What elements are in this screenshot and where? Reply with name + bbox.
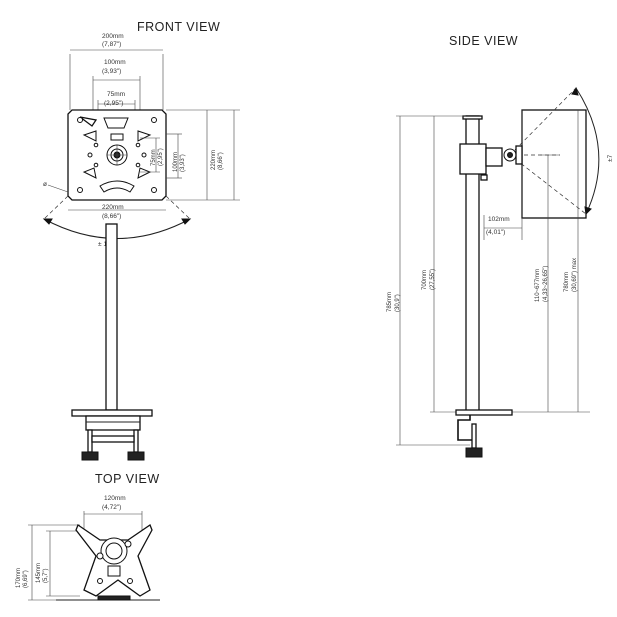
dim-100v-in: (3,93") (180, 154, 186, 172)
dim-220h-in: (8,66") (102, 213, 121, 220)
dim-170-mm: 170mm (16, 568, 22, 588)
arm-head (459, 143, 523, 181)
dim-75v-in: (2,95") (158, 148, 164, 166)
dim-max-mm: 780mm (564, 272, 570, 292)
dim-700-mm: 700mm (422, 270, 428, 290)
side-desk-plate (455, 409, 513, 416)
side-clamp (457, 415, 483, 458)
dim-102: 102mm (4,01") (483, 215, 523, 240)
dim-200-mm: 200mm (102, 33, 124, 40)
front-view: FRONT VIEW 200mm (7,87") 100mm (3,93") 7… (42, 20, 240, 461)
dim-220v-mm: 220mm (211, 150, 217, 170)
tilt-arc: ±7 (509, 86, 614, 216)
dim-785-in: (30,9") (395, 294, 401, 312)
front-vertical-dims: 75mm (2,95") 100mm (3,93") 220mm (8,66") (140, 109, 240, 201)
front-view-title: FRONT VIEW (137, 20, 220, 34)
dim-75-in: (2,95") (104, 100, 123, 107)
dim-75v-mm: 75mm (151, 149, 157, 166)
dim-170-in: (6,69") (23, 570, 29, 588)
pole-cap (462, 115, 483, 120)
dim-100v-mm: 100mm (173, 152, 179, 172)
side-view: SIDE VIEW ±7 (387, 34, 614, 458)
dim-102-in: (4,01") (486, 229, 505, 236)
dim-145-in: (5,7") (43, 569, 49, 583)
dim-max-in: (30,69") max (572, 258, 578, 292)
dim-200-front: 200mm (7,87") (69, 33, 164, 110)
dim-102-mm: 102mm (488, 216, 510, 223)
dim-adj-mm: 110~677mm (535, 269, 541, 302)
dim-220-h: 220mm (8,66") (68, 204, 166, 220)
dim-120-in: (4,72") (102, 504, 121, 511)
dim-100-mm: 100mm (104, 59, 126, 66)
tilt-label: ±7 (607, 154, 614, 162)
dim-100-front: 100mm (3,93") (92, 59, 141, 118)
dim-145-mm: 145mm (36, 563, 42, 583)
monitor-panel (521, 109, 587, 219)
dim-75-mm: 75mm (107, 91, 125, 98)
center-hub (106, 144, 128, 166)
dim-700-in: (27,55") (430, 269, 436, 290)
dim-120-top: 120mm (4,72") (83, 495, 143, 530)
side-vertical-dims: 785mm (30,9") 700mm (27,55") 110~677mm (… (387, 110, 590, 446)
dim-785-mm: 785mm (387, 292, 393, 312)
front-desk-plate (71, 409, 153, 417)
dim-220h-mm: 220mm (102, 204, 124, 211)
plate-slots (77, 117, 157, 193)
dim-220v-in: (8,66") (218, 152, 224, 170)
dim-adj-in: (4,33~26,65") (543, 266, 549, 302)
dim-120-mm: 120mm (104, 495, 126, 502)
diameter-symbol: ø (43, 181, 47, 188)
front-pole (105, 223, 118, 411)
top-view: TOP VIEW 120mm (4,72") 170mm (6,69") 145… (16, 472, 160, 601)
side-view-title: SIDE VIEW (449, 34, 518, 48)
dim-200-in: (7,87") (102, 41, 121, 48)
top-hub (96, 537, 133, 584)
top-base-plate (97, 595, 131, 601)
front-clamp (81, 415, 145, 461)
top-view-title: TOP VIEW (95, 472, 160, 486)
dim-100-in: (3,93") (102, 68, 121, 75)
